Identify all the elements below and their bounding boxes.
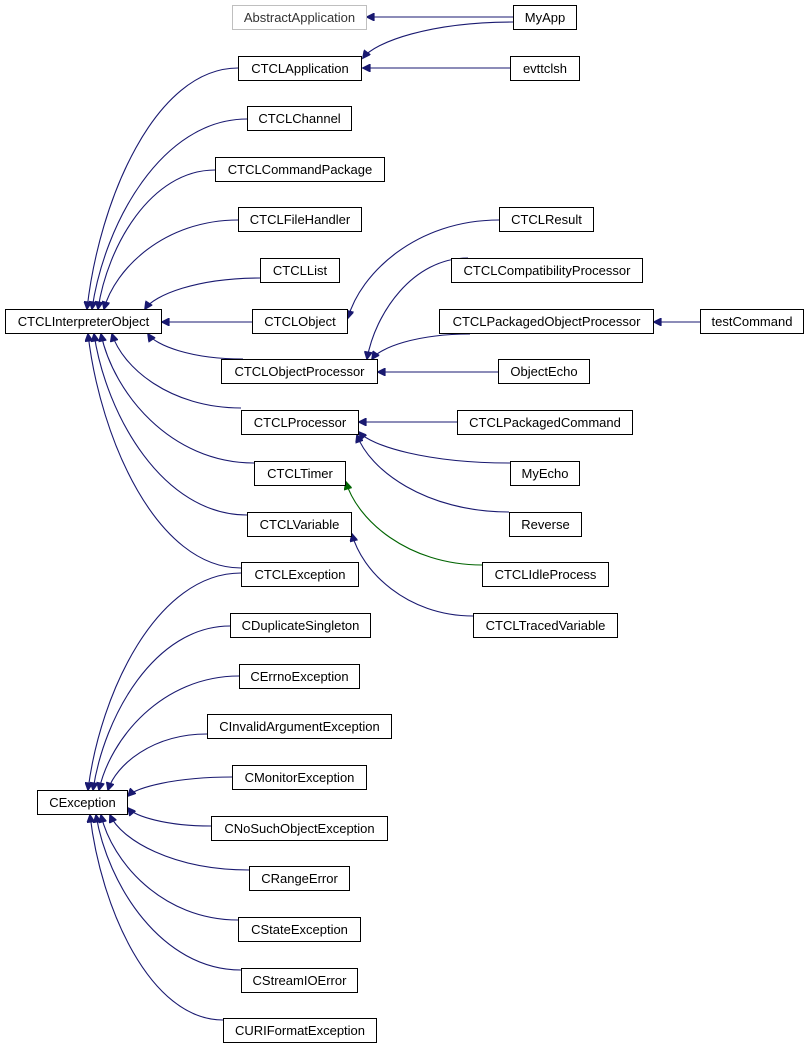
edge-CTCLCommandPackage-to-CTCLInterpreterObject [98, 169, 216, 309]
edge-CTCLList-to-CTCLInterpreterObject [145, 277, 261, 309]
edge-CTCLTracedVariable-to-CTCLVariable [352, 534, 474, 617]
class-node-CTCLInterpreterObject[interactable]: CTCLInterpreterObject [5, 309, 162, 334]
edge-CTCLException-to-CException [88, 572, 242, 790]
edge-CTCLApplication-to-CTCLInterpreterObject [87, 67, 239, 309]
class-node-CMonitorException[interactable]: CMonitorException [232, 765, 367, 790]
class-node-CTCLVariable[interactable]: CTCLVariable [247, 512, 352, 537]
edge-CNoSuchObjectException-to-CException [128, 808, 212, 827]
edge-CTCLVariable-to-CTCLInterpreterObject [94, 334, 248, 516]
class-node-Reverse[interactable]: Reverse [509, 512, 582, 537]
edge-CDuplicateSingleton-to-CException [93, 625, 231, 790]
edge-CTCLPackagedObjectProcessor-to-CTCLObjectProcessor [372, 333, 471, 359]
class-node-CTCLList[interactable]: CTCLList [260, 258, 340, 283]
edge-CStateException-to-CException [101, 815, 239, 921]
class-node-CTCLIdleProcess[interactable]: CTCLIdleProcess [482, 562, 609, 587]
class-node-MyApp[interactable]: MyApp [513, 5, 577, 30]
class-node-CTCLObject[interactable]: CTCLObject [252, 309, 348, 334]
edge-CTCLChannel-to-CTCLInterpreterObject [92, 118, 248, 309]
class-node-AbstractApplication[interactable]: AbstractApplication [232, 5, 367, 30]
class-node-CRangeError[interactable]: CRangeError [249, 866, 350, 891]
class-node-CURIFormatException[interactable]: CURIFormatException [223, 1018, 377, 1043]
class-node-CTCLObjectProcessor[interactable]: CTCLObjectProcessor [221, 359, 378, 384]
edge-CStreamIOError-to-CException [96, 815, 242, 971]
edge-CTCLCompatibilityProcessor-to-CTCLObjectProcessor [367, 257, 469, 359]
edge-CTCLObjectProcessor-to-CTCLInterpreterObject [148, 334, 244, 360]
edge-CTCLTimer-to-CTCLInterpreterObject [101, 334, 255, 464]
edge-CURIFormatException-to-CException [90, 815, 224, 1021]
class-node-CNoSuchObjectException[interactable]: CNoSuchObjectException [211, 816, 388, 841]
class-node-CTCLTracedVariable[interactable]: CTCLTracedVariable [473, 613, 618, 638]
edge-CMonitorException-to-CException [128, 776, 233, 796]
edge-MyApp-to-CTCLApplication [363, 21, 514, 58]
class-node-CTCLFileHandler[interactable]: CTCLFileHandler [238, 207, 362, 232]
class-node-CTCLProcessor[interactable]: CTCLProcessor [241, 410, 359, 435]
class-node-MyEcho[interactable]: MyEcho [510, 461, 580, 486]
class-node-CTCLPackagedObjectProcessor[interactable]: CTCLPackagedObjectProcessor [439, 309, 654, 334]
class-node-CDuplicateSingleton[interactable]: CDuplicateSingleton [230, 613, 371, 638]
class-node-CTCLPackagedCommand[interactable]: CTCLPackagedCommand [457, 410, 633, 435]
class-node-CStateException[interactable]: CStateException [238, 917, 361, 942]
edge-CTCLIdleProcess-to-CTCLTimer [346, 482, 483, 566]
edge-CTCLResult-to-CTCLObject [348, 219, 500, 318]
edge-MyEcho-to-CTCLProcessor [359, 432, 511, 464]
class-node-CTCLApplication[interactable]: CTCLApplication [238, 56, 362, 81]
class-node-ObjectEcho[interactable]: ObjectEcho [498, 359, 590, 384]
class-node-CErrnoException[interactable]: CErrnoException [239, 664, 360, 689]
edge-CTCLProcessor-to-CTCLInterpreterObject [112, 334, 242, 409]
edge-CTCLFileHandler-to-CTCLInterpreterObject [104, 219, 239, 309]
edge-CInvalidArgumentException-to-CException [108, 733, 208, 790]
edge-CRangeError-to-CException [110, 815, 250, 871]
edge-CErrnoException-to-CException [99, 675, 240, 790]
class-node-CStreamIOError[interactable]: CStreamIOError [241, 968, 358, 993]
class-node-CTCLChannel[interactable]: CTCLChannel [247, 106, 352, 131]
class-node-CInvalidArgumentException[interactable]: CInvalidArgumentException [207, 714, 392, 739]
class-node-testCommand[interactable]: testCommand [700, 309, 804, 334]
class-node-evttclsh[interactable]: evttclsh [510, 56, 580, 81]
class-node-CTCLResult[interactable]: CTCLResult [499, 207, 594, 232]
class-node-CTCLCommandPackage[interactable]: CTCLCommandPackage [215, 157, 385, 182]
edge-CTCLException-to-CTCLInterpreterObject [88, 334, 242, 569]
class-node-CTCLException[interactable]: CTCLException [241, 562, 359, 587]
class-node-CException[interactable]: CException [37, 790, 128, 815]
edge-Reverse-to-CTCLProcessor [357, 435, 510, 513]
class-node-CTCLCompatibilityProcessor[interactable]: CTCLCompatibilityProcessor [451, 258, 643, 283]
class-node-CTCLTimer[interactable]: CTCLTimer [254, 461, 346, 486]
